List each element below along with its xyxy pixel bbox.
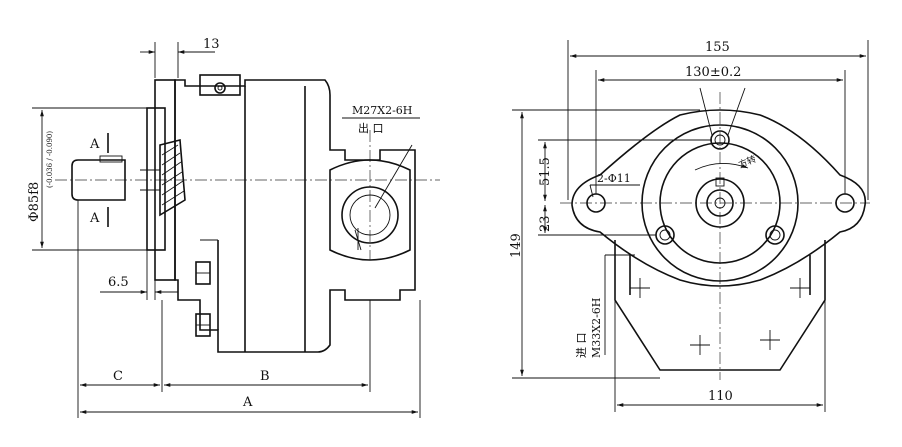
section-mark-top: A xyxy=(89,137,100,152)
dim-51-5-label: 51.5 xyxy=(538,157,553,186)
rotation-label: 方转 xyxy=(737,153,758,171)
dim-6-5-label: 6.5 xyxy=(108,275,129,290)
inlet-thread-label: M33X2-6H xyxy=(590,298,603,358)
dim-155-label: 155 xyxy=(705,40,730,55)
dim-B-label: B xyxy=(260,369,270,384)
shaft-diameter-label: Φ85f8 xyxy=(27,182,42,222)
holes-label: 2-Φ11 xyxy=(597,172,631,185)
dim-13-label: 13 xyxy=(203,37,220,52)
inlet-label: 进 口 xyxy=(575,333,588,359)
front-view: 方转 155 130±0.2 51.5 23 149 2-Φ11 xyxy=(509,40,870,412)
side-view: 13 M27X2-6H 出 口 A A Φ85f8 (-0.036 / -0.0… xyxy=(27,37,440,418)
inlet-port-marks xyxy=(630,278,810,355)
dim-130-label: 130±0.2 xyxy=(685,65,741,80)
dim-A-label: A xyxy=(242,395,253,410)
dim-149-label: 149 xyxy=(509,233,524,258)
shaft-diameter-tolerance: (-0.036 / -0.090) xyxy=(46,131,54,188)
outlet-label: 出 口 xyxy=(358,121,384,135)
dim-C-label: C xyxy=(113,369,123,384)
dim-23-label: 23 xyxy=(538,215,553,232)
flange-section-hatch xyxy=(159,138,186,217)
outlet-thread-label: M27X2-6H xyxy=(352,104,412,117)
section-mark-bottom: A xyxy=(89,211,100,226)
dim-110-label: 110 xyxy=(708,389,733,404)
